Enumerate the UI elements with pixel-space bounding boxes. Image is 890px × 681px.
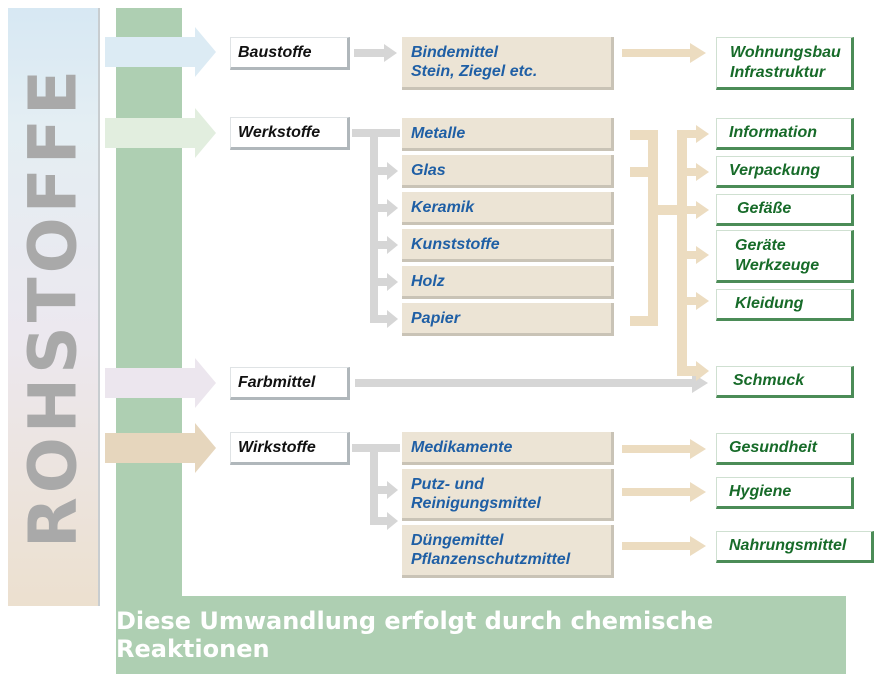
- entry-arrow-farbmittel: [105, 358, 216, 408]
- arrow-putz-hygiene: [622, 482, 706, 502]
- material-papier: Papier: [402, 303, 614, 336]
- material-line: Bindemittel: [411, 44, 499, 61]
- category-farbmittel: Farbmittel: [230, 367, 350, 400]
- use-line: Geräte: [735, 236, 786, 254]
- material-line: Putz- und: [411, 475, 484, 493]
- category-werkstoffe: Werkstoffe: [230, 117, 350, 150]
- use-nahrungsmittel: Nahrungsmittel: [716, 531, 874, 563]
- material-metalle: Metalle: [402, 118, 614, 151]
- rohstoffe-bar: ROHSTOFFE: [8, 8, 100, 606]
- material-line: Stein, Ziegel etc.: [411, 63, 538, 80]
- use-hygiene: Hygiene: [716, 477, 854, 509]
- arrow-farbmittel-schmuck: [355, 373, 708, 393]
- use-information: Information: [716, 118, 854, 150]
- entry-arrow-werkstoffe: [105, 108, 216, 158]
- material-holz: Holz: [402, 266, 614, 299]
- green-footer-band: [116, 596, 846, 674]
- use-line: Infrastruktur: [730, 63, 826, 81]
- footer-caption: Diese Umwandlung erfolgt durch chemische…: [116, 607, 714, 663]
- material-keramik: Keramik: [402, 192, 614, 225]
- use-line: Wohnungsbau: [730, 43, 841, 61]
- category-wirkstoffe: Wirkstoffe: [230, 432, 350, 465]
- wirkstoffe-tree: [352, 444, 400, 530]
- arrow-duengemittel-nahrungsmittel: [622, 536, 706, 556]
- use-line: Werkzeuge: [735, 256, 820, 274]
- werkstoffe-use-network: [630, 125, 709, 381]
- material-line: Reinigungsmittel: [411, 494, 541, 512]
- material-glas: Glas: [402, 155, 614, 188]
- entry-arrow-wirkstoffe: [105, 423, 216, 473]
- category-baustoffe: Baustoffe: [230, 37, 350, 70]
- arrow-medikamente-gesundheit: [622, 439, 706, 459]
- arrow-baustoffe-bindemittel: [354, 44, 397, 62]
- use-schmuck: Schmuck: [716, 366, 854, 398]
- material-line: Düngemittel: [411, 532, 504, 549]
- use-kleidung: Kleidung: [716, 289, 854, 321]
- werkstoffe-tree: [352, 129, 400, 328]
- use-gefaesse: Gefäße: [716, 194, 854, 226]
- use-gesundheit: Gesundheit: [716, 433, 854, 465]
- green-vertical-band: [116, 8, 182, 608]
- use-verpackung: Verpackung: [716, 156, 854, 188]
- material-line: Pflanzenschutzmittel: [411, 551, 571, 568]
- arrow-bindemittel-wohnungsbau: [622, 43, 706, 63]
- entry-arrow-baustoffe: [105, 27, 216, 77]
- material-kunststoffe: Kunststoffe: [402, 229, 614, 262]
- material-medikamente: Medikamente: [402, 432, 614, 465]
